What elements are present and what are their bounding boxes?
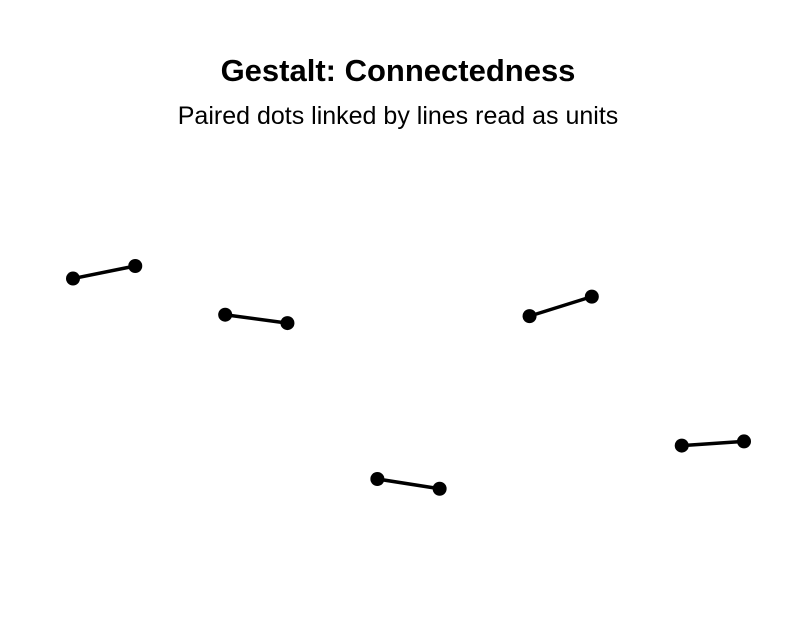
dot-pair-5 xyxy=(674,434,751,453)
dot-pair-2 xyxy=(218,307,295,331)
chart-title: Gestalt: Connectedness xyxy=(220,53,576,88)
dot-4-a xyxy=(522,309,537,324)
connector-line-1 xyxy=(72,264,136,281)
dot-1-b xyxy=(128,259,143,273)
connector-line-5 xyxy=(681,439,745,448)
connector-line-2 xyxy=(224,312,288,325)
dot-5-b xyxy=(737,434,751,449)
dot-pair-4 xyxy=(522,289,599,324)
dot-1-a xyxy=(66,271,80,286)
dot-4-b xyxy=(584,289,599,304)
connector-line-4 xyxy=(529,294,593,318)
dot-2-b xyxy=(280,316,295,331)
chart-subtitle: Paired dots linked by lines read as unit… xyxy=(177,102,619,130)
dot-2-a xyxy=(218,307,233,322)
dot-pair-1 xyxy=(66,259,143,286)
dot-5-a xyxy=(674,438,689,453)
dot-3-a xyxy=(370,472,385,486)
dot-3-b xyxy=(432,481,447,496)
dot-pair-3 xyxy=(370,472,447,496)
connector-line-3 xyxy=(377,477,440,491)
